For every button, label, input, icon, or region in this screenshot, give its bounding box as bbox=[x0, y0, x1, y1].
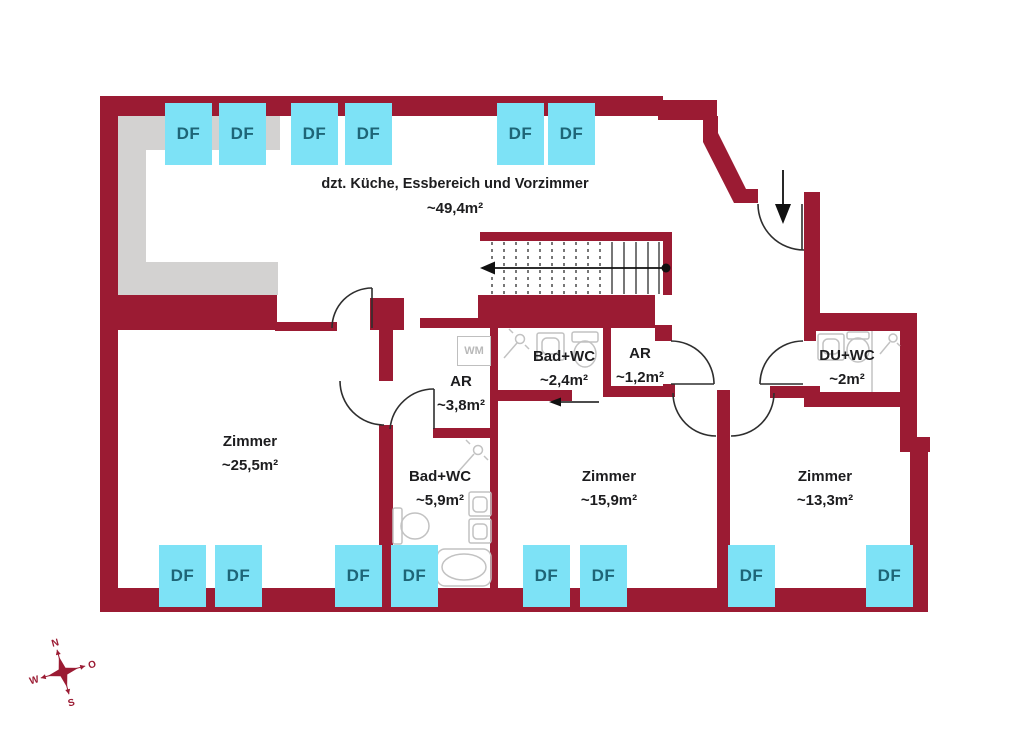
roof-window: DF bbox=[391, 545, 438, 607]
wall-kitchen-south-thick bbox=[118, 295, 277, 330]
wall-ar12-bottom bbox=[603, 386, 675, 397]
wall-bad24-south bbox=[498, 390, 572, 401]
wall-z159-z133 bbox=[717, 390, 730, 612]
wall-ar38-bottom bbox=[433, 428, 493, 438]
sink-icon bbox=[536, 332, 565, 361]
entrance-door-swing bbox=[757, 203, 805, 251]
room-label-kitchen: dzt. Küche, Essbereich und Vorzimmer ~49… bbox=[321, 176, 589, 217]
wall-stairs-top-strip bbox=[480, 232, 672, 241]
roof-window: DF bbox=[219, 103, 266, 165]
toilet-icon bbox=[571, 331, 599, 368]
roof-window: DF bbox=[497, 103, 544, 165]
toilet-icon bbox=[392, 507, 430, 545]
roof-window: DF bbox=[215, 545, 262, 607]
zimmer159-door-swing bbox=[672, 392, 717, 437]
wall-z25-ar-lower bbox=[379, 425, 393, 612]
wall-corner-block bbox=[370, 298, 404, 330]
roof-window: DF bbox=[580, 545, 627, 607]
roof-window: DF bbox=[523, 545, 570, 607]
roof-window: DF bbox=[165, 103, 212, 165]
bath-door-arrow bbox=[549, 397, 599, 407]
wall-ar12-left bbox=[603, 328, 611, 397]
duwc-door-swing bbox=[759, 340, 804, 385]
wall-right-jog bbox=[900, 437, 930, 452]
wall-duwc-left-stub bbox=[804, 331, 816, 341]
shower-icon bbox=[503, 328, 530, 359]
wall-entrance-right bbox=[804, 192, 820, 313]
compass-south-label: S bbox=[67, 697, 77, 709]
wall-z25-ar-upper bbox=[379, 325, 393, 381]
wall-kitchen-south-thin bbox=[275, 322, 337, 331]
stairs-direction-arrow bbox=[480, 261, 671, 275]
compass-east-label: O bbox=[87, 659, 98, 672]
shower-icon bbox=[879, 333, 901, 355]
zimmer25-ar-door-swing bbox=[339, 380, 385, 426]
wall-ar38-top bbox=[420, 318, 478, 328]
low-headroom-strip-bottom bbox=[118, 262, 278, 295]
wall-duwc-top bbox=[804, 313, 917, 331]
compass-north-label: N bbox=[50, 637, 60, 649]
room-label-bad-wc-59: Bad+WC ~5,9m² bbox=[408, 468, 472, 509]
room-label-zimmer-mid: Zimmer ~15,9m² bbox=[580, 468, 638, 509]
bathtub-icon bbox=[436, 548, 492, 587]
entrance-arrow bbox=[775, 170, 791, 224]
room-label-ar-12: AR ~1,2m² bbox=[616, 345, 664, 386]
ar-bad59-door-swing bbox=[389, 388, 435, 430]
room-label-zimmer-large: Zimmer ~25,5m² bbox=[221, 433, 279, 474]
wall-diagonal bbox=[703, 116, 758, 203]
room-label-du-wc: DU+WC ~2m² bbox=[819, 347, 875, 388]
toilet-icon bbox=[846, 331, 870, 363]
room-label-bad-wc-24: Bad+WC ~2,4m² bbox=[532, 348, 596, 389]
roof-window: DF bbox=[345, 103, 392, 165]
zimmer133-door-swing bbox=[730, 392, 775, 437]
wall-duwc-south bbox=[804, 392, 902, 407]
wall-left bbox=[100, 96, 118, 612]
wall-bad59-z159 bbox=[490, 328, 498, 612]
washing-machine: WM bbox=[457, 336, 491, 366]
ar12-door-swing bbox=[670, 340, 715, 385]
wall-right-lower bbox=[910, 450, 928, 612]
kitchen-zimmer-door-swing bbox=[331, 287, 373, 329]
wall-under-stairs bbox=[478, 295, 655, 328]
shower-icon bbox=[457, 439, 489, 473]
roof-window: DF bbox=[291, 103, 338, 165]
sink-icon bbox=[817, 333, 845, 361]
wall-ar12-right-top bbox=[663, 328, 672, 341]
roof-window: DF bbox=[335, 545, 382, 607]
sink-icon bbox=[468, 518, 492, 544]
wall-right-upper bbox=[900, 331, 917, 438]
compass-rose: N O S W bbox=[28, 637, 98, 709]
roof-window: DF bbox=[728, 545, 775, 607]
sink-icon bbox=[468, 491, 492, 517]
roof-window: DF bbox=[159, 545, 206, 607]
room-label-ar-38: AR ~3,8m² bbox=[437, 373, 485, 414]
wall-ar12-right-stub bbox=[663, 384, 675, 397]
wall-top-step bbox=[658, 100, 717, 120]
roof-window: DF bbox=[548, 103, 595, 165]
room-label-zimmer-small: Zimmer ~13,3m² bbox=[796, 468, 854, 509]
compass-west-label: W bbox=[28, 674, 41, 687]
roof-window: DF bbox=[866, 545, 913, 607]
